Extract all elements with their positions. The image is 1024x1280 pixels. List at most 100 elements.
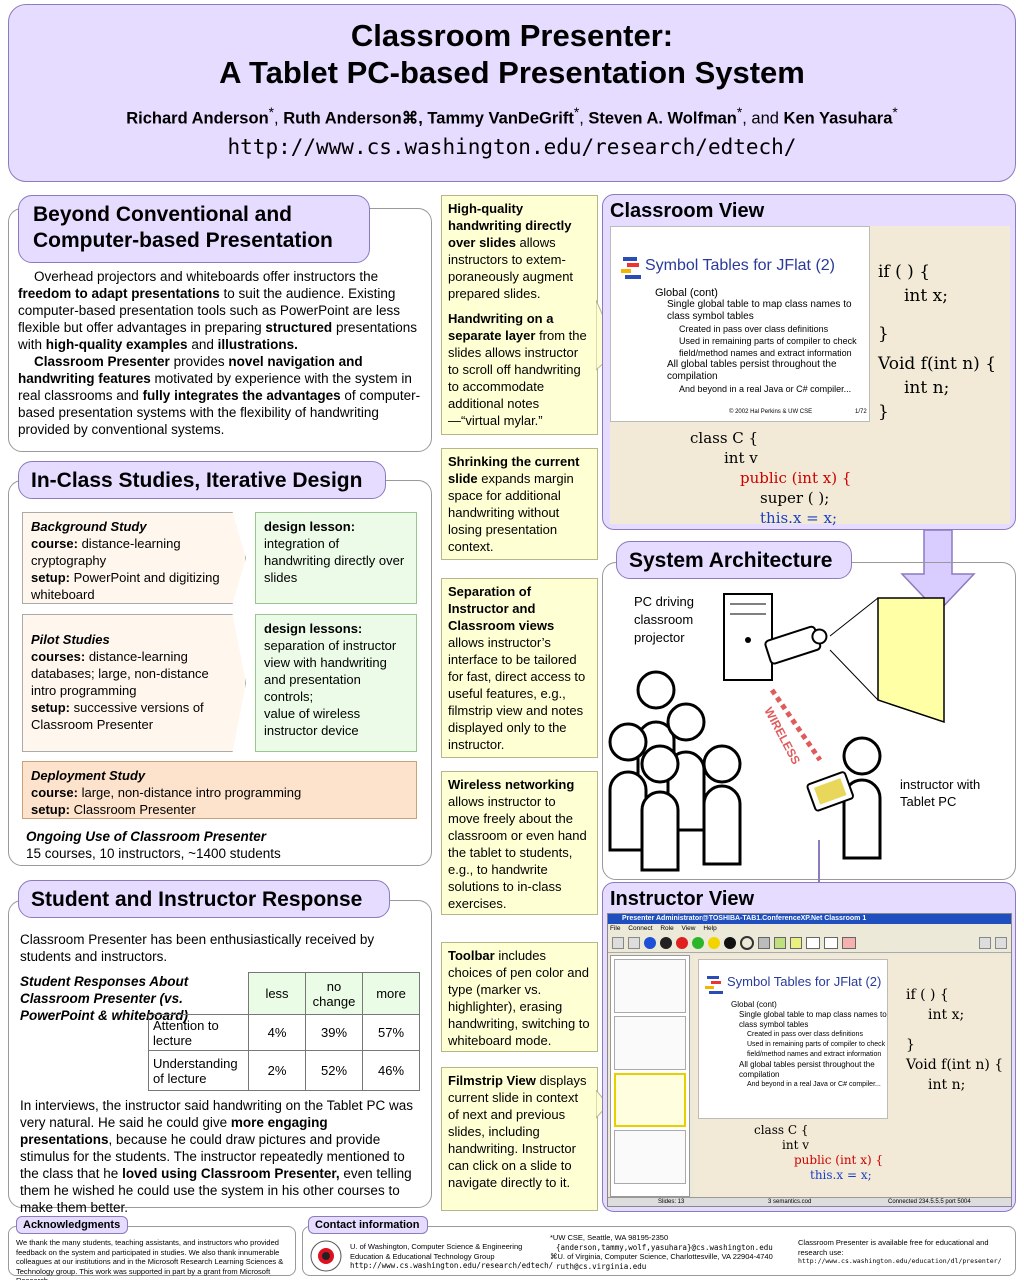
- slide-page-number: 1/72: [855, 409, 867, 415]
- pen-green-icon[interactable]: [692, 936, 704, 949]
- marker-icon[interactable]: [790, 936, 802, 949]
- instructor-slide-bullets: Global (cont) Single global table to map…: [731, 1000, 887, 1088]
- callout-handwriting: High-quality handwriting directly over s…: [441, 195, 598, 435]
- app-toolbar: [608, 933, 1011, 953]
- authors-and: and: [751, 109, 779, 128]
- author-1-affil-mark: *: [268, 105, 275, 120]
- architecture-diagram: WIRELESS: [608, 593, 945, 872]
- status-file: 3 semantics.cod: [768, 1199, 812, 1205]
- response-table: less no change more Attention to lecture…: [148, 972, 420, 1091]
- projection-screen: [877, 597, 945, 724]
- status-slides: Slides: 13: [658, 1199, 685, 1205]
- clear-ink-icon[interactable]: [842, 936, 856, 949]
- design-lesson-1-text: integration of handwriting directly over…: [264, 536, 405, 585]
- instructor-view-heading: Instructor View: [610, 888, 755, 910]
- contact-uw-url[interactable]: http://www.cs.washington.edu/research/ed…: [350, 1261, 554, 1270]
- author-3: Tammy VanDeGrift: [427, 109, 574, 128]
- authors: Richard Anderson*, Ruth Anderson⌘, Tammy…: [126, 105, 898, 128]
- highlighter-icon[interactable]: [774, 936, 786, 949]
- pen-blue-icon[interactable]: [644, 936, 656, 949]
- beyond-paragraph-2: Classroom Presenter provides novel navig…: [18, 354, 421, 437]
- projector-icon: [764, 625, 828, 665]
- beyond-heading: Beyond Conventional and Computer-based P…: [18, 195, 370, 263]
- contact-uw-line-2: Education & Educational Technology Group: [350, 1251, 495, 1261]
- next-slide-icon[interactable]: [995, 936, 1007, 949]
- response-paragraph: In interviews, the instructor said handw…: [20, 1098, 413, 1215]
- table-row: Understanding of lecture 2% 52% 46%: [148, 1050, 420, 1091]
- classroom-slide: Symbol Tables for JFlat (2) Global (cont…: [610, 226, 870, 422]
- attention-no-change: 39%: [305, 1014, 363, 1051]
- menu-view[interactable]: View: [681, 925, 696, 932]
- callout-filmstrip: Filmstrip View displays current slide in…: [441, 1067, 598, 1211]
- response-heading: Student and Instructor Response: [18, 880, 390, 918]
- author-5-affil-mark: *: [892, 105, 898, 120]
- app-menubar: File Connect Role View Help: [608, 924, 1011, 933]
- classroom-handwriting-right: if ( ) { int x; } Void f(int n) { int n;…: [878, 262, 997, 422]
- menu-connect[interactable]: Connect: [628, 925, 653, 932]
- prev-slide-icon[interactable]: [979, 936, 991, 949]
- author-5: Ken Yasuhara: [783, 109, 893, 128]
- uva-email[interactable]: ruth@cs.virginia.edu: [556, 1261, 647, 1271]
- instructor-slide-area[interactable]: Symbol Tables for JFlat (2) Global (cont…: [694, 955, 1009, 1197]
- classroom-handwriting-bottom: class C { int v public (int x) { super (…: [690, 429, 852, 527]
- architecture-connector: [818, 840, 820, 888]
- title-line-1: Classroom Presenter:: [350, 18, 674, 53]
- pen-red-icon[interactable]: [676, 936, 688, 949]
- column-header-no-change: no change: [305, 972, 363, 1015]
- attention-less: 4%: [248, 1014, 306, 1051]
- author-2-affil-mark: ⌘: [401, 109, 419, 128]
- attention-more: 57%: [362, 1014, 420, 1051]
- availability-url[interactable]: http://www.cs.washington.edu/education/d…: [798, 1257, 1002, 1265]
- filmstrip: [610, 955, 690, 1197]
- pilot-studies: Pilot Studies courses: distance-learning…: [22, 614, 246, 752]
- menu-help[interactable]: Help: [703, 925, 717, 932]
- pen-black-icon[interactable]: [660, 936, 672, 949]
- author-4-affil-mark: *: [736, 105, 743, 120]
- filmstrip-slide[interactable]: [614, 1130, 686, 1184]
- contact-addresses: *UW CSE, Seattle, WA 98195-2350 {anderso…: [550, 1233, 790, 1271]
- nav-back-icon[interactable]: [612, 936, 624, 949]
- response-intro: Classroom Presenter has been enthusiasti…: [20, 932, 375, 964]
- uw-emails[interactable]: {anderson,tammy,wolf,yasuhara}@cs.washin…: [556, 1242, 773, 1252]
- whiteboard-icon[interactable]: [806, 936, 820, 949]
- author-3-affil-mark: *: [573, 105, 580, 120]
- design-lesson-2-title: design lessons:: [264, 621, 363, 636]
- eraser-icon[interactable]: [758, 936, 770, 949]
- contact-uw: U. of Washington, Computer Science & Eng…: [350, 1242, 554, 1271]
- instructor-slide-logo-icon: [705, 976, 723, 994]
- title-line-2: A Tablet PC-based Presentation System: [219, 55, 805, 90]
- row-label-attention: Attention to lecture: [148, 1014, 249, 1051]
- studies-heading: In-Class Studies, Iterative Design: [18, 461, 386, 499]
- nav-forward-icon[interactable]: [628, 936, 640, 949]
- menu-file[interactable]: File: [610, 925, 621, 932]
- slide-mode-icon[interactable]: [824, 936, 838, 949]
- availability-text: Classroom Presenter is available free fo…: [798, 1238, 989, 1257]
- pen-yellow-icon[interactable]: [708, 936, 720, 949]
- instructor-slide: Symbol Tables for JFlat (2) Global (cont…: [698, 959, 888, 1119]
- understanding-more: 46%: [362, 1050, 420, 1091]
- callout-wireless: Wireless networking allows instructor to…: [441, 771, 598, 915]
- contact-heading: Contact information: [308, 1216, 428, 1234]
- callout-separation: Separation of Instructor and Classroom v…: [441, 578, 598, 758]
- author-4: Steven A. Wolfman: [588, 109, 737, 128]
- pen-size-icon[interactable]: [740, 935, 754, 950]
- filmstrip-slide-current[interactable]: [614, 1073, 686, 1127]
- projection-beam-bottom: [829, 649, 879, 701]
- ongoing-use: Ongoing Use of Classroom Presenter 15 co…: [26, 828, 416, 862]
- contact-panel: [302, 1226, 1016, 1276]
- filmstrip-slide[interactable]: [614, 1016, 686, 1070]
- project-url[interactable]: http://www.cs.washington.edu/research/ed…: [227, 134, 797, 159]
- design-lesson-1-title: design lesson:: [264, 519, 356, 534]
- architecture-heading: System Architecture: [616, 541, 852, 579]
- ack-text: We thank the many students, teaching ass…: [16, 1238, 284, 1280]
- table-row: Attention to lecture 4% 39% 57%: [148, 1014, 420, 1051]
- pen-dark-icon[interactable]: [724, 936, 736, 949]
- uva-address: ⌘U. of Virginia, Computer Science, Charl…: [550, 1252, 773, 1261]
- app-statusbar: Slides: 13 3 semantics.cod Connected 234…: [608, 1197, 1011, 1206]
- design-lesson-2: design lessons: separation of instructor…: [255, 614, 417, 752]
- ack-panel: [8, 1226, 296, 1276]
- uw-address: *UW CSE, Seattle, WA 98195-2350: [550, 1233, 669, 1242]
- filmstrip-slide[interactable]: [614, 959, 686, 1013]
- response-table-title: Student Responses About Classroom Presen…: [20, 974, 189, 1023]
- menu-role[interactable]: Role: [660, 925, 674, 932]
